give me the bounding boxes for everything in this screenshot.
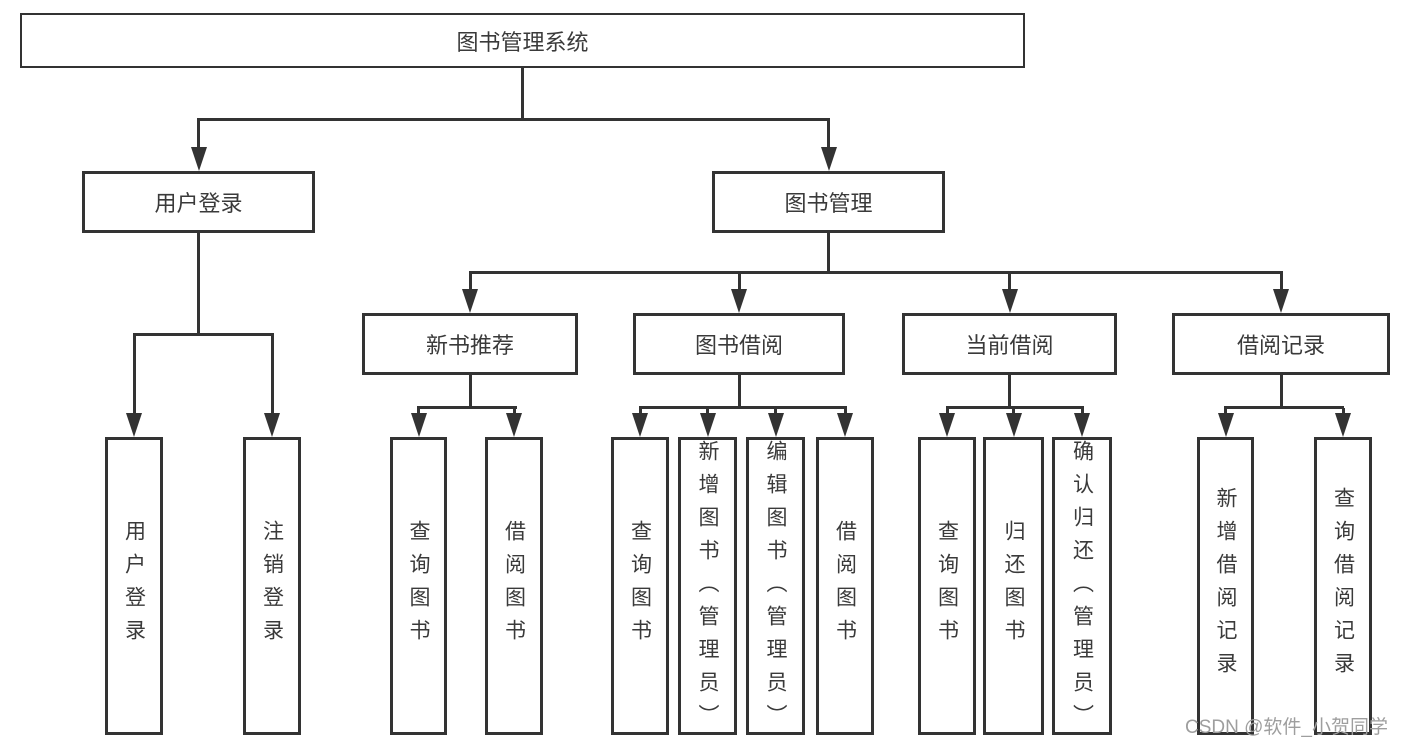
- connector-stem: [1279, 273, 1283, 291]
- arrowhead-down-icon: [939, 413, 955, 437]
- arrowhead-down-icon: [126, 413, 142, 437]
- leaf-user-login: 用户登录: [105, 437, 163, 735]
- connector-branch: [945, 406, 1084, 409]
- node-borrow-records: 借阅记录: [1172, 313, 1390, 375]
- leaf-current-query-label: 查询图书: [935, 520, 959, 652]
- arrowhead-down-icon: [1074, 413, 1090, 437]
- connector-trunk: [1279, 375, 1283, 409]
- arrowhead-down-icon: [1273, 289, 1289, 313]
- leaf-current-query: 查询图书: [918, 437, 976, 735]
- leaf-borrow-borrow-label: 借阅图书: [833, 520, 857, 652]
- leaf-newbook-query-label: 查询图书: [407, 520, 431, 652]
- leaf-logout: 注销登录: [243, 437, 301, 735]
- node-new-book-recommend: 新书推荐: [362, 313, 578, 375]
- node-book-management: 图书管理: [712, 171, 945, 233]
- leaf-logout-label: 注销登录: [260, 520, 284, 652]
- arrowhead-down-icon: [632, 413, 648, 437]
- node-root-label: 图书管理系统: [456, 29, 589, 55]
- arrowhead-down-icon: [264, 413, 280, 437]
- connector-trunk: [737, 375, 741, 409]
- leaf-record-add: 新增借阅记录: [1197, 437, 1254, 735]
- arrowhead-down-icon: [731, 289, 747, 313]
- leaf-newbook-borrow-label: 借阅图书: [502, 520, 526, 652]
- connector-stem: [1008, 273, 1011, 291]
- leaf-current-confirm: 确认归还（管理员）: [1052, 437, 1112, 737]
- leaf-current-return: 归还图书: [983, 437, 1044, 735]
- connector-stem: [197, 120, 200, 150]
- connector-stem: [468, 273, 472, 291]
- leaf-user-login-label: 用户登录: [122, 520, 146, 652]
- arrowhead-down-icon: [699, 413, 716, 437]
- arrowhead-down-icon: [1005, 413, 1022, 437]
- connector-trunk: [827, 233, 830, 274]
- node-user-login-label: 用户登录: [154, 191, 243, 216]
- node-book-management-label: 图书管理: [784, 191, 873, 216]
- leaf-borrow-query-label: 查询图书: [628, 520, 652, 652]
- node-current-borrow-label: 当前借阅: [965, 333, 1054, 358]
- node-current-borrow: 当前借阅: [902, 313, 1117, 375]
- arrowhead-down-icon: [1001, 289, 1018, 313]
- node-user-login: 用户登录: [82, 171, 315, 233]
- arrowhead-down-icon: [190, 147, 207, 171]
- leaf-record-add-label: 新增借阅记录: [1214, 487, 1238, 685]
- leaf-borrow-borrow: 借阅图书: [816, 437, 874, 735]
- arrowhead-down-icon: [1217, 413, 1234, 437]
- connector-trunk: [197, 233, 200, 336]
- arrowhead-down-icon: [820, 147, 837, 171]
- leaf-current-return-label: 归还图书: [1002, 520, 1026, 652]
- leaf-borrow-edit-label: 编辑图书（管理员）: [764, 440, 788, 737]
- leaf-borrow-add-label: 新增图书（管理员）: [696, 440, 720, 737]
- connector-trunk: [1008, 375, 1011, 409]
- leaf-current-confirm-label: 确认归还（管理员）: [1070, 440, 1094, 737]
- leaf-record-query: 查询借阅记录: [1314, 437, 1372, 735]
- connector-root-trunk: [520, 68, 524, 121]
- connector-trunk: [468, 375, 472, 409]
- leaf-record-query-label: 查询借阅记录: [1331, 487, 1355, 685]
- node-new-book-recommend-label: 新书推荐: [425, 333, 514, 358]
- connector-level1-branch: [197, 118, 830, 121]
- connector-branch: [638, 406, 847, 409]
- node-book-borrow: 图书借阅: [633, 313, 845, 375]
- node-book-borrow-label: 图书借阅: [694, 333, 783, 358]
- arrowhead-down-icon: [1335, 413, 1351, 437]
- leaf-borrow-add: 新增图书（管理员）: [678, 437, 737, 737]
- connector-level2-branch: [468, 271, 1283, 274]
- leaf-newbook-borrow: 借阅图书: [485, 437, 543, 735]
- csdn-watermark: CSDN @软件_小贺同学: [1185, 717, 1388, 738]
- connector-branch: [132, 333, 274, 336]
- arrowhead-down-icon: [837, 413, 853, 437]
- leaf-borrow-query: 查询图书: [611, 437, 669, 735]
- connector-branch: [1224, 406, 1344, 409]
- leaf-newbook-query: 查询图书: [390, 437, 447, 735]
- node-borrow-records-label: 借阅记录: [1236, 333, 1325, 358]
- arrowhead-down-icon: [506, 413, 522, 437]
- connector-stem: [737, 273, 741, 291]
- leaf-borrow-edit: 编辑图书（管理员）: [746, 437, 805, 737]
- arrowhead-down-icon: [767, 413, 784, 437]
- arrowhead-down-icon: [410, 413, 427, 437]
- connector-stem: [270, 335, 274, 415]
- connector-stem: [827, 120, 830, 150]
- arrowhead-down-icon: [462, 289, 478, 313]
- node-root: 图书管理系统: [20, 13, 1025, 68]
- connector-stem: [132, 335, 136, 415]
- connector-branch: [417, 406, 517, 409]
